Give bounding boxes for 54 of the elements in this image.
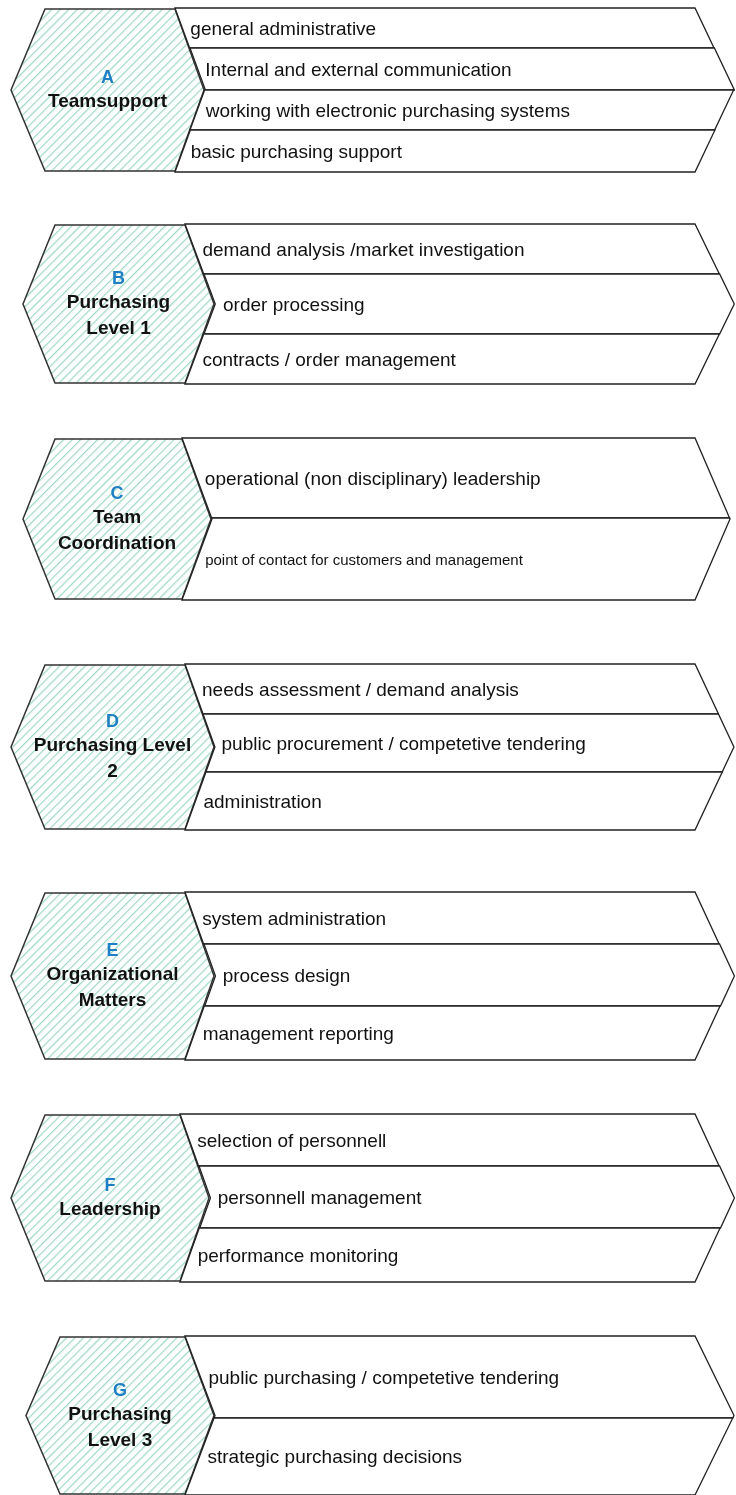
category-letter: B: [112, 267, 125, 289]
category-letter: E: [106, 939, 119, 961]
chevron-strip: [188, 47, 735, 91]
chevron-strip: [184, 663, 720, 715]
chevron-strip: [181, 437, 731, 519]
task-label: selection of personnell: [197, 1128, 387, 1152]
chevron-strip: [202, 713, 735, 773]
task-label: working with electronic purchasing systems: [205, 98, 570, 122]
chevron-strip: [189, 89, 735, 131]
chevron-strip: [181, 517, 731, 601]
category-title: Organizational Matters: [45, 962, 180, 1012]
chevron-strip: [184, 333, 721, 385]
task-label: administration: [203, 789, 322, 813]
task-label: operational (non disciplinary) leadership: [204, 466, 541, 490]
chevron-strip: [202, 273, 735, 335]
category-title: Purchasing Level 2: [32, 733, 193, 783]
task-label: order processing: [223, 292, 365, 316]
task-label: public purchasing / competetive tendering: [208, 1365, 560, 1389]
task-label: demand analysis /market investigation: [202, 237, 525, 261]
task-label: basic purchasing support: [190, 139, 402, 163]
chevron-strip: [184, 771, 724, 831]
category-title: Purchasing Level 3: [67, 1401, 173, 1452]
task-label: strategic purchasing decisions: [207, 1445, 463, 1468]
category-title: Purchasing Level 1: [65, 290, 172, 340]
chevron-strip: [184, 891, 721, 945]
task-label: management reporting: [202, 1021, 394, 1045]
chevron-strip: [179, 1113, 721, 1167]
category-letter: F: [104, 1174, 116, 1196]
task-label: personnell management: [217, 1185, 422, 1209]
category-title: Team Coordination: [56, 505, 178, 555]
category-title: Leadership: [59, 1197, 161, 1221]
chevron-strip: [184, 1417, 734, 1495]
category-title: Teamsupport: [48, 89, 167, 113]
task-label: public procurement / competetive tendering: [221, 731, 586, 755]
task-label: contracts / order management: [202, 347, 456, 371]
task-label: system administration: [202, 906, 386, 930]
category-letter: G: [113, 1378, 127, 1401]
chevron-strip: [184, 1005, 722, 1061]
task-label: point of contact for customers and management: [205, 549, 523, 569]
chevron-strip: [197, 1165, 735, 1229]
task-label: general administrative: [190, 16, 377, 40]
category-letter: A: [101, 66, 114, 88]
chevron-strip: [184, 223, 721, 275]
category-letter: D: [106, 710, 119, 732]
chevron-strip: [179, 1227, 722, 1283]
task-label: Internal and external communication: [205, 57, 512, 81]
chevron-strip: [184, 1335, 735, 1419]
chevron-strip: [174, 7, 715, 49]
chevron-strip: [174, 129, 716, 173]
task-label: needs assessment / demand analysis: [202, 677, 519, 701]
task-label: performance monitoring: [197, 1243, 399, 1267]
category-letter: C: [110, 482, 124, 504]
chevron-strip: [202, 943, 735, 1007]
task-label: process design: [222, 963, 351, 987]
